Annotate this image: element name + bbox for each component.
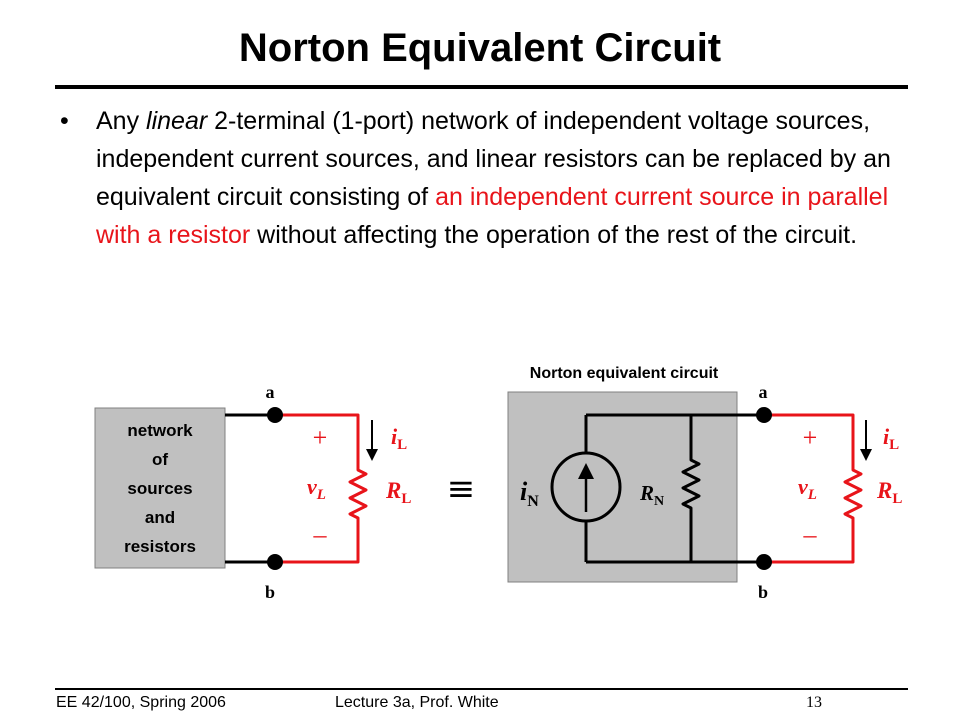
label-b-right: b — [758, 582, 768, 602]
wire-right-red — [764, 413, 863, 564]
current-arrow-right-head — [860, 449, 872, 461]
network-box — [94, 407, 226, 569]
vL-left-main: v — [307, 474, 317, 499]
wire-left-red — [275, 413, 368, 564]
network-box-line-3: sources — [127, 479, 192, 498]
iN-main: i — [520, 477, 528, 506]
label-a-left: a — [266, 382, 275, 402]
iN-label: iN — [520, 477, 539, 510]
network-box-line-5: resistors — [124, 537, 196, 556]
norton-box — [507, 391, 738, 583]
RL-right: RL — [876, 478, 902, 507]
bullet-mark: • — [60, 107, 69, 135]
label-a-right: a — [759, 382, 768, 402]
source-arrow-head — [578, 463, 594, 479]
network-box-line-1: network — [127, 421, 193, 440]
footer-lecture: Lecture 3a, Prof. White — [335, 694, 499, 711]
label-b-left: b — [265, 582, 275, 602]
RL-left-main: R — [385, 478, 401, 503]
bullet-text-1: Any — [96, 107, 147, 135]
footer-course: EE 42/100, Spring 2006 — [56, 694, 226, 711]
title-divider — [55, 85, 908, 89]
current-source — [550, 451, 622, 523]
current-arrow-left-head — [366, 449, 378, 461]
network-box-line-2: of — [152, 450, 168, 469]
minus-left: – — [313, 520, 328, 549]
RL-left-sub: L — [401, 491, 411, 507]
bullet-text-3: without affecting the operation of the r… — [250, 221, 858, 249]
RN-main: R — [639, 481, 654, 505]
iL-right-sub: L — [889, 437, 899, 453]
iL-left: iL — [391, 424, 407, 453]
norton-caption: Norton equivalent circuit — [530, 365, 719, 382]
terminal-b-right — [756, 554, 772, 570]
page-number: 13 — [806, 694, 822, 711]
iN-sub: N — [527, 493, 539, 510]
iL-right-main: i — [883, 424, 890, 449]
RN-sub: N — [654, 494, 664, 509]
iL-left-main: i — [391, 424, 398, 449]
vL-right-main: v — [798, 474, 808, 499]
RL-right-sub: L — [892, 491, 902, 507]
RL-right-main: R — [876, 478, 892, 503]
bullet-text-2: 2-terminal (1-port) network of independe… — [96, 107, 891, 211]
terminal-a-right — [756, 407, 772, 423]
vL-left-sub: L — [316, 487, 326, 503]
plus-right: + — [803, 423, 818, 452]
terminal-a-left — [267, 407, 283, 423]
circuit-diagram: network of sources and resistors a b + –… — [94, 365, 902, 602]
plus-left: + — [313, 423, 328, 452]
equivalence-symbol: ≡ — [447, 469, 476, 509]
terminal-b-left — [267, 554, 283, 570]
slide-title: Norton Equivalent Circuit — [238, 26, 722, 70]
vL-right-sub: L — [807, 487, 817, 503]
vL-right: vL — [798, 474, 817, 503]
vL-left: vL — [307, 474, 326, 503]
bullet-text-highlight: an independent current source in paralle… — [96, 183, 889, 249]
iL-right: iL — [883, 424, 899, 453]
RL-left: RL — [385, 478, 411, 507]
resistor-RN — [681, 415, 701, 562]
iL-left-sub: L — [397, 437, 407, 453]
footer-divider — [55, 688, 908, 690]
bullet-text: Any linear 2-terminal (1-port) network o… — [96, 102, 902, 254]
RN-label: RN — [639, 481, 664, 509]
bullet-text-linear: linear — [146, 107, 208, 135]
minus-right: – — [803, 520, 818, 549]
network-box-line-4: and — [145, 508, 175, 527]
